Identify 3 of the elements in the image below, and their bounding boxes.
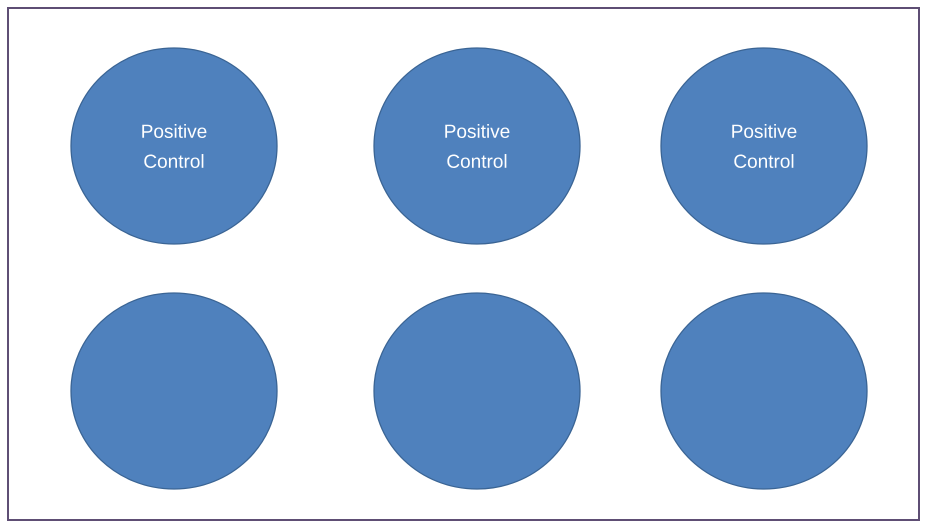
circle	[70, 292, 278, 490]
circle	[373, 292, 581, 490]
circle	[660, 292, 868, 490]
